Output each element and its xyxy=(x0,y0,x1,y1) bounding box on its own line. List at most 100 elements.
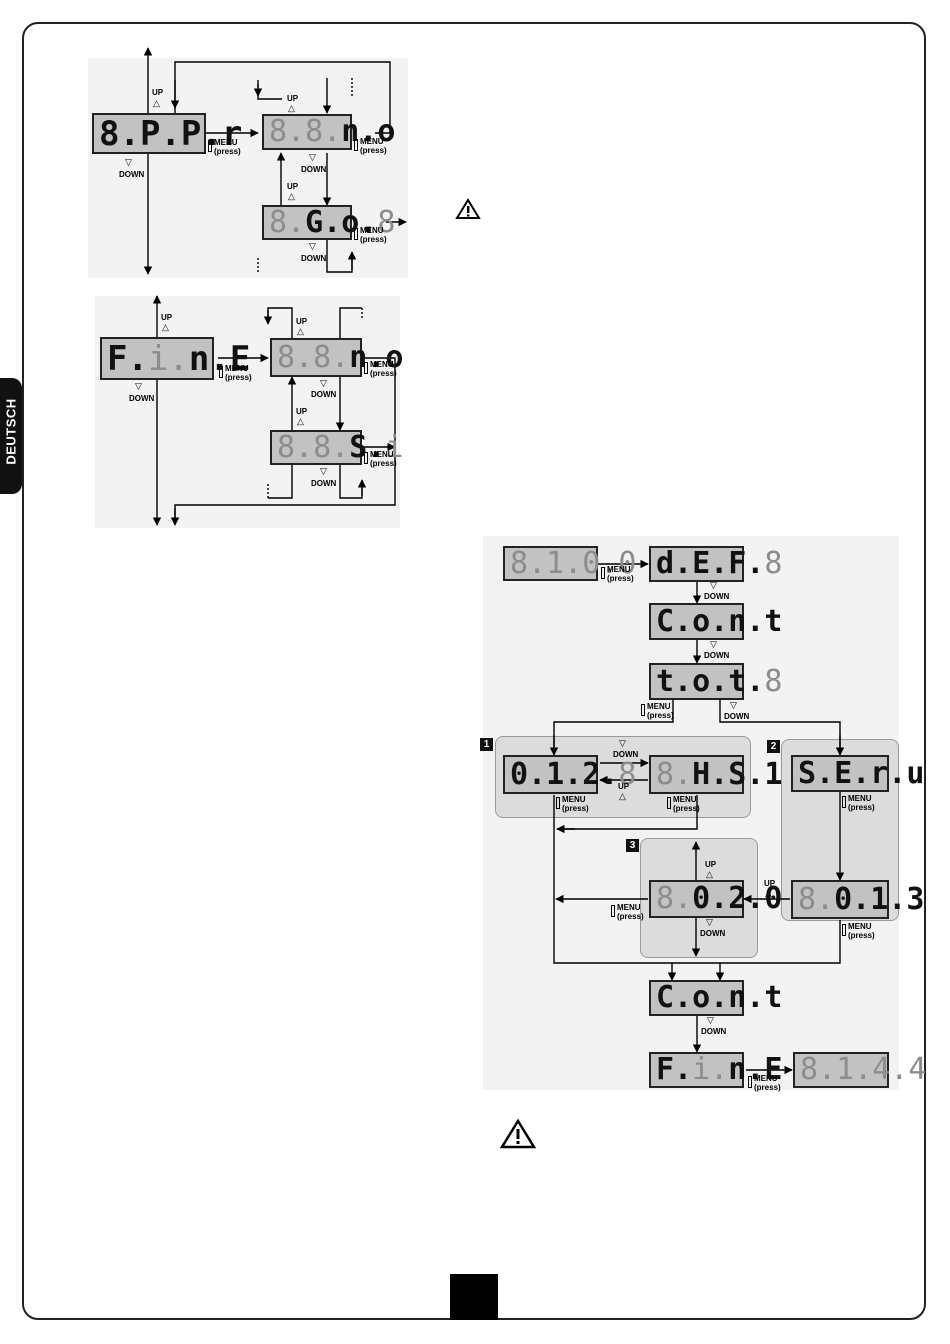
language-tab: DEUTSCH xyxy=(0,378,22,494)
digit: 1. xyxy=(546,545,583,581)
up-triangle-icon: △ xyxy=(619,791,626,801)
fig3-display-def: d.E.F.8 xyxy=(649,546,782,582)
digit: 8. xyxy=(277,339,314,375)
up-triangle-icon: △ xyxy=(162,322,169,332)
menu-press-label: MENU(press) xyxy=(667,795,700,813)
digit: n. xyxy=(728,1052,765,1087)
digit: 3 xyxy=(906,881,925,917)
up-label: UP xyxy=(161,313,173,322)
press-text: (press) xyxy=(848,803,875,812)
menu-press-label: MENU(press) xyxy=(842,794,875,812)
down-label: DOWN xyxy=(129,394,155,403)
down-label: DOWN xyxy=(724,712,750,721)
digit: n. xyxy=(341,114,378,149)
group-number-1: 1 xyxy=(480,738,493,751)
digit: 8. xyxy=(305,114,342,149)
menu-press-label: MENU(press) xyxy=(354,137,387,155)
up-label: UP xyxy=(618,782,630,791)
digit: 0 xyxy=(764,881,783,916)
digit: 8. xyxy=(510,545,547,581)
down-label: DOWN xyxy=(301,165,327,174)
digit: 1. xyxy=(870,881,907,917)
press-text: (press) xyxy=(562,804,589,813)
down-triangle-icon: ▽ xyxy=(707,1015,714,1025)
digit: F. xyxy=(656,1052,693,1087)
digit: 8. xyxy=(798,881,835,917)
fig2-display-no: 8.8.n.o xyxy=(270,338,403,377)
menu-press-label: MENU(press) xyxy=(364,450,397,468)
down-triangle-icon: ▽ xyxy=(320,466,327,476)
menu-text: MENU xyxy=(225,364,249,373)
menu-text: MENU xyxy=(214,138,238,147)
press-text: (press) xyxy=(848,931,875,940)
menu-text: MENU xyxy=(562,795,586,804)
digit: E xyxy=(764,1052,783,1087)
down-triangle-icon: ▽ xyxy=(320,378,327,388)
menu-text: MENU xyxy=(370,450,394,459)
up-label: UP xyxy=(764,879,776,888)
figure-1-panel xyxy=(88,58,408,278)
digit: P. xyxy=(180,113,222,154)
down-triangle-icon: ▽ xyxy=(706,917,713,927)
digit: 2. xyxy=(728,881,765,916)
down-label: DOWN xyxy=(311,390,337,399)
down-triangle-icon: ▽ xyxy=(309,152,316,162)
fig3-display-serv: S.E.r.u xyxy=(791,755,924,792)
digit: t. xyxy=(728,663,765,699)
down-label: DOWN xyxy=(704,592,730,601)
menu-press-label: MENU(press) xyxy=(641,702,674,720)
digit: 0. xyxy=(834,881,871,917)
menu-text: MENU xyxy=(754,1074,778,1083)
up-triangle-icon: △ xyxy=(765,888,772,898)
down-triangle-icon: ▽ xyxy=(309,241,316,251)
digit: d. xyxy=(656,546,693,581)
digit: 1. xyxy=(546,756,583,792)
digit: t xyxy=(764,603,783,639)
digit: 8. xyxy=(656,756,693,792)
digit: i. xyxy=(147,338,189,379)
digit: 8. xyxy=(269,204,306,240)
digit: 4. xyxy=(872,1052,909,1087)
down-triangle-icon: ▽ xyxy=(619,738,626,748)
digit: u xyxy=(906,755,925,791)
digit: 0. xyxy=(582,545,619,581)
menu-press-label: MENU(press) xyxy=(842,922,875,940)
up-triangle-icon: △ xyxy=(297,416,304,426)
digit: i xyxy=(385,429,404,465)
digit: n. xyxy=(728,980,765,1015)
digit: C. xyxy=(656,603,693,639)
digit: 1. xyxy=(836,1052,873,1087)
digit: H. xyxy=(692,756,729,792)
press-text: (press) xyxy=(225,373,252,382)
digit: P. xyxy=(139,113,181,154)
down-triangle-icon: ▽ xyxy=(730,700,737,710)
up-triangle-icon: △ xyxy=(153,98,160,108)
digit: 0. xyxy=(692,881,729,916)
down-triangle-icon: ▽ xyxy=(135,381,142,391)
digit: 8 xyxy=(764,663,783,699)
digit: F. xyxy=(107,338,148,379)
press-text: (press) xyxy=(360,235,387,244)
fig3-display-hours: 8.0.1.3 xyxy=(791,880,924,919)
menu-press-label: MENU(press) xyxy=(611,903,644,921)
menu-press-label: MENU(press) xyxy=(364,360,397,378)
menu-text: MENU xyxy=(617,903,641,912)
press-text: (press) xyxy=(617,912,644,921)
digit: 8. xyxy=(656,881,693,916)
digit: o. xyxy=(341,204,378,240)
digit: t. xyxy=(656,663,693,699)
press-text: (press) xyxy=(370,459,397,468)
menu-press-label: MENU(press) xyxy=(601,565,634,583)
digit: 0. xyxy=(510,756,547,792)
warning-icon xyxy=(500,1118,536,1149)
up-label: UP xyxy=(152,88,164,97)
down-label: DOWN xyxy=(301,254,327,263)
digit: 8. xyxy=(269,114,306,149)
digit: r. xyxy=(870,755,907,791)
group-number-3: 3 xyxy=(626,839,639,852)
press-text: (press) xyxy=(754,1083,781,1092)
fig3-display-start: 8.1.0.0 xyxy=(503,545,636,581)
digit: o. xyxy=(692,603,729,639)
fig3-display-fine: F.i.n.E xyxy=(649,1052,782,1088)
digit: 8 xyxy=(377,204,396,240)
